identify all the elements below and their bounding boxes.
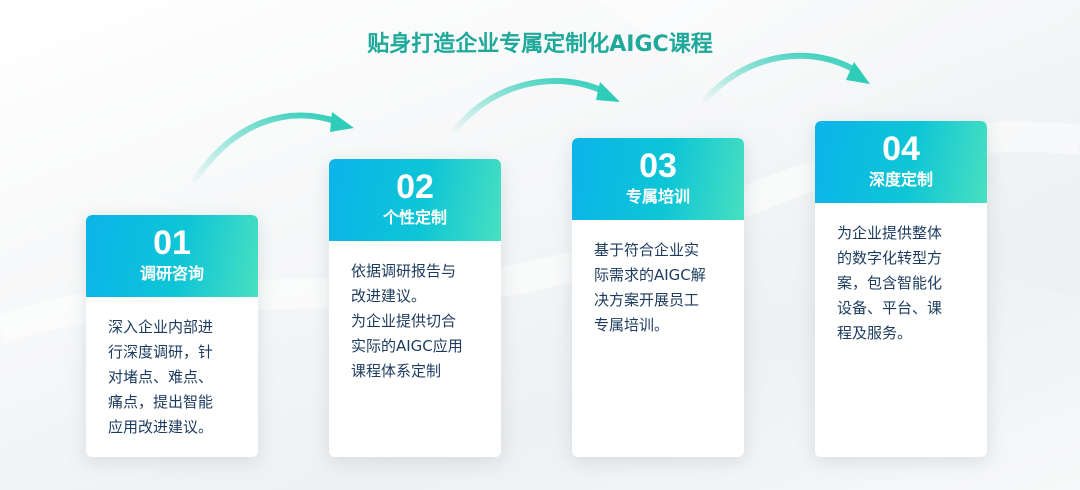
description-line: 程及服务。 [837, 324, 913, 342]
description-line: 依据调研报告与 [351, 262, 457, 280]
step-description: 基于符合企业实 际需求的AIGC解 决方案开展员工 专属培训。 [572, 220, 744, 358]
step-header: 01 调研咨询 [86, 215, 258, 297]
description-line: 决方案开展员工 [594, 291, 700, 309]
description-line: 实际的AIGC应用 [351, 337, 463, 355]
page-title: 贴身打造企业专属定制化AIGC课程 [367, 32, 713, 57]
step-card-01: 01 调研咨询 深入企业内部进 行深度调研，针 对堵点、难点、 痛点，提出智能 … [86, 215, 258, 457]
step-label: 调研咨询 [139, 264, 204, 283]
description-line: 对堵点、难点、 [108, 368, 214, 386]
step-number: 03 [639, 147, 677, 185]
step-header: 02 个性定制 [329, 159, 501, 241]
description-line: 课程体系定制 [351, 362, 442, 380]
step-description: 深入企业内部进 行深度调研，针 对堵点、难点、 痛点，提出智能 应用改进建议。 [86, 297, 258, 457]
description-line: 专属培训。 [594, 316, 670, 334]
step-number: 02 [396, 168, 434, 206]
description-line: 际需求的AIGC解 [594, 266, 706, 284]
description-line: 设备、平台、课 [837, 299, 943, 317]
step-header: 04 深度定制 [815, 121, 987, 203]
description-line: 的数字化转型方 [837, 249, 943, 267]
step-card-03: 03 专属培训 基于符合企业实 际需求的AIGC解 决方案开展员工 专属培训。 [572, 138, 744, 457]
description-line: 为企业提供整体 [837, 224, 943, 242]
description-line: 深入企业内部进 [108, 318, 214, 336]
step-card-04: 04 深度定制 为企业提供整体 的数字化转型方 案，包含智能化 设备、平台、课 … [815, 121, 987, 457]
description-line: 案，包含智能化 [837, 274, 943, 292]
description-line: 痛点，提出智能 [108, 393, 214, 411]
step-description: 为企业提供整体 的数字化转型方 案，包含智能化 设备、平台、课 程及服务。 [815, 203, 987, 366]
description-line: 为企业提供切合 [351, 312, 457, 330]
step-label: 专属培训 [625, 187, 690, 206]
step-number: 04 [882, 130, 920, 168]
step-description: 依据调研报告与 改进建议。 为企业提供切合 实际的AIGC应用 课程体系定制 [329, 241, 501, 404]
step-card-02: 02 个性定制 依据调研报告与 改进建议。 为企业提供切合 实际的AIGC应用 … [329, 159, 501, 457]
description-line: 改进建议。 [351, 287, 427, 305]
description-line: 行深度调研，针 [108, 343, 214, 361]
step-header: 03 专属培训 [572, 138, 744, 220]
step-label: 个性定制 [382, 208, 447, 227]
step-number: 01 [153, 224, 191, 262]
description-line: 基于符合企业实 [594, 241, 700, 259]
description-line: 应用改进建议。 [108, 418, 214, 436]
step-label: 深度定制 [868, 170, 933, 189]
